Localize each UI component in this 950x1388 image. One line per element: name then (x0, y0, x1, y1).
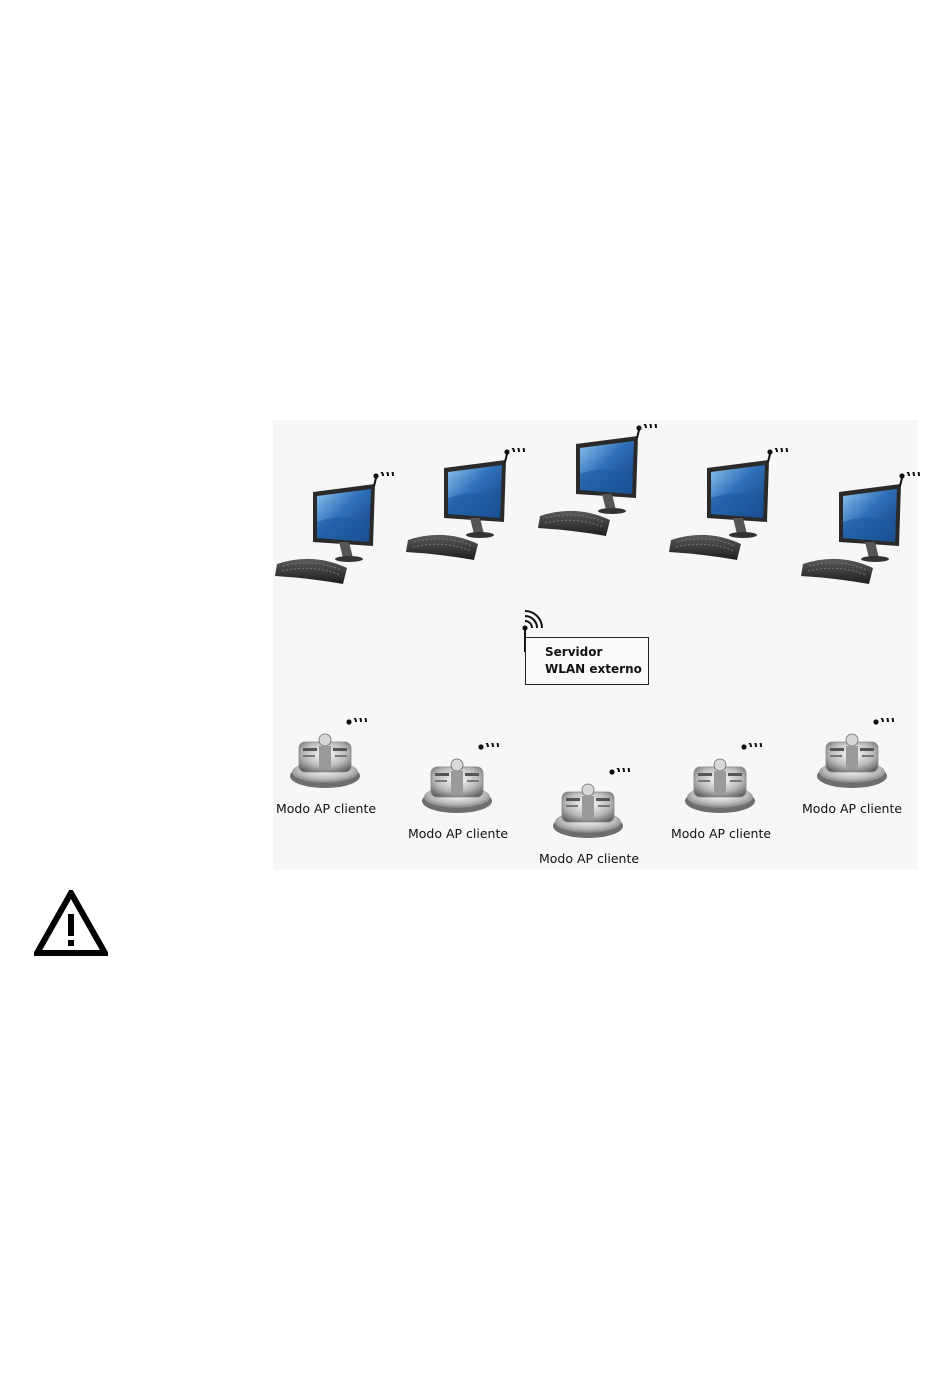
computer-1 (273, 472, 398, 602)
server-label-line2: WLAN externo (545, 661, 648, 678)
ap-device-3 (552, 768, 662, 863)
computer-2 (404, 448, 529, 578)
ap-label-4: Modo AP cliente (671, 826, 771, 841)
computer-4 (667, 448, 792, 578)
external-wlan-server: Servidor WLAN externo (525, 637, 649, 685)
ap-device-5 (816, 718, 926, 813)
ap-label-5: Modo AP cliente (802, 801, 902, 816)
ap-device-4 (684, 743, 794, 838)
network-diagram: Servidor WLAN externo Modo AP cliente Mo… (273, 420, 918, 870)
ap-device-2 (421, 743, 531, 838)
ap-label-3: Modo AP cliente (539, 851, 639, 866)
ap-label-1: Modo AP cliente (276, 801, 376, 816)
ap-device-1 (289, 718, 399, 813)
server-label-line1: Servidor (545, 644, 648, 661)
computer-5 (799, 472, 924, 602)
computer-3 (536, 424, 661, 554)
ap-label-2: Modo AP cliente (408, 826, 508, 841)
warning-icon (34, 890, 108, 956)
